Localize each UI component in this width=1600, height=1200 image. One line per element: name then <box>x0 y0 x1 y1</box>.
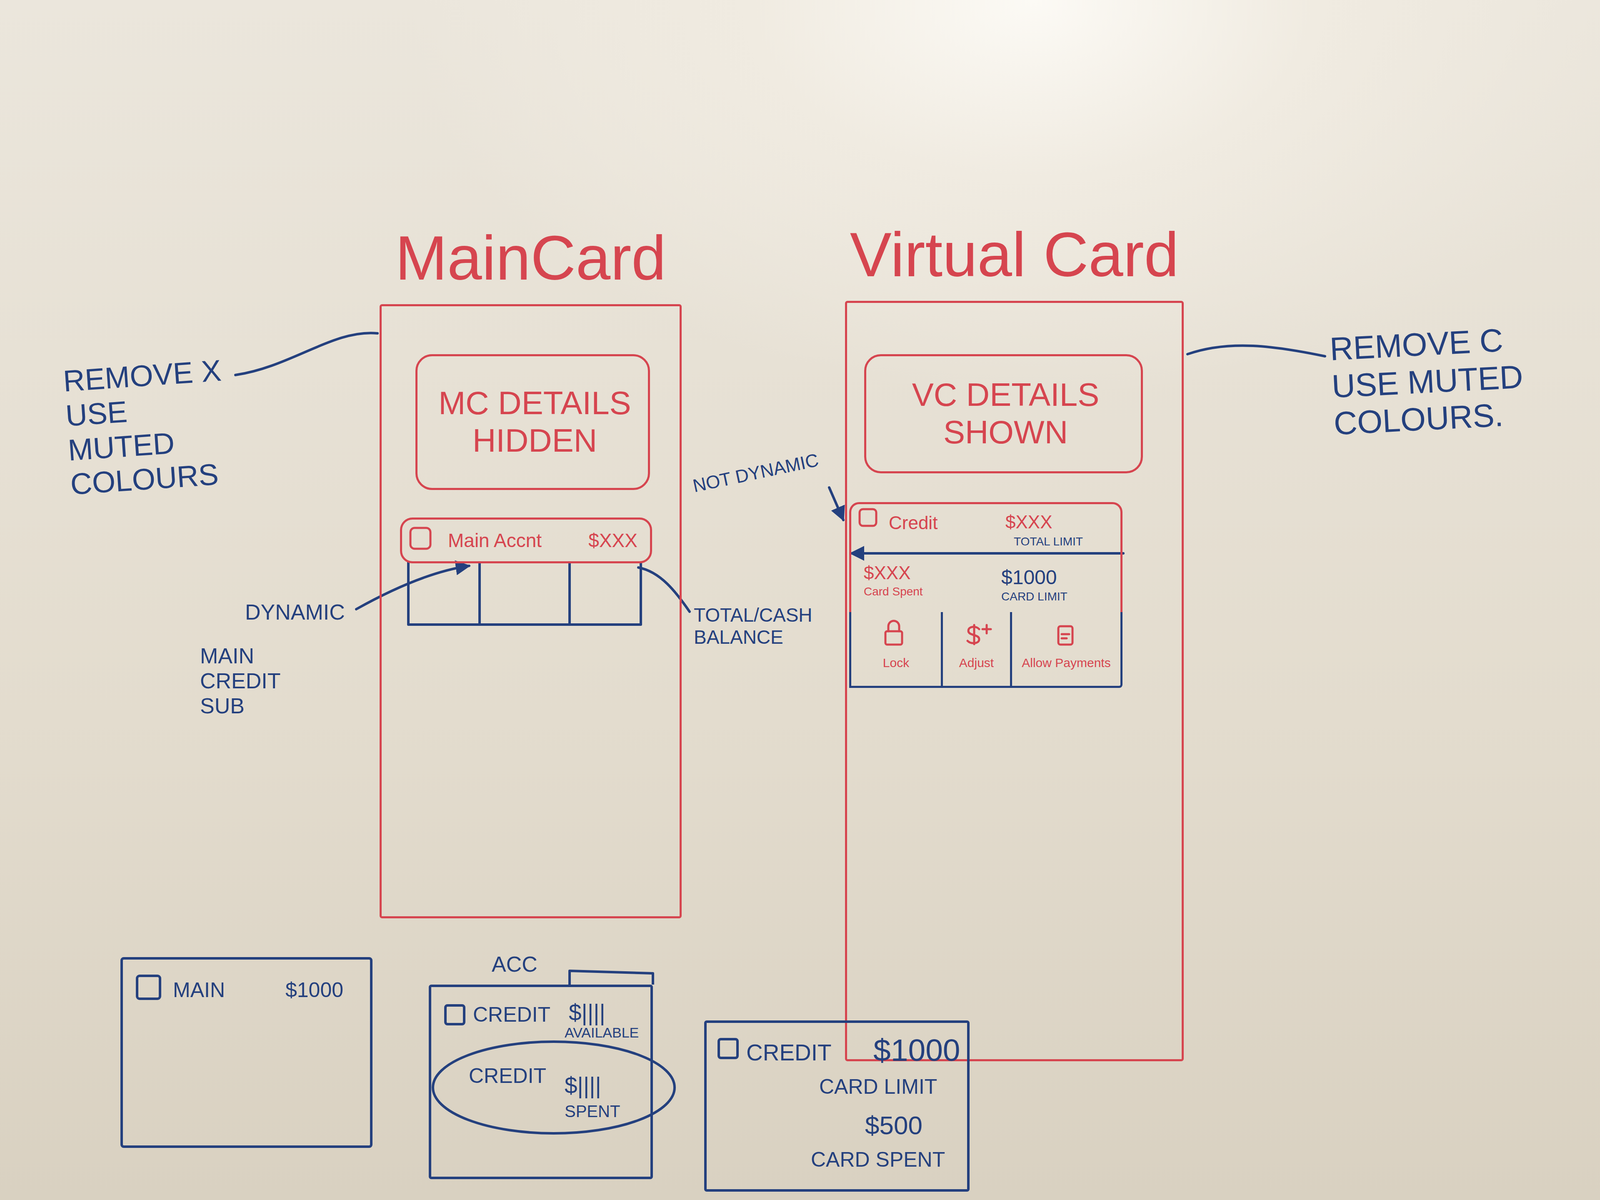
details-panel: MC DETAILS HIDDEN <box>415 354 650 490</box>
annotation-note: NOT DYNAMIC <box>690 449 821 497</box>
node-text: Allow Payments <box>1012 655 1121 671</box>
adjust-icon <box>967 625 991 645</box>
node-text: $XXX <box>588 529 638 552</box>
limit-arrow <box>850 552 1124 555</box>
details-panel: VC DETAILS SHOWN <box>864 354 1143 474</box>
node-text: CARD LIMIT <box>1001 590 1068 604</box>
account-icon <box>137 975 160 999</box>
leader-line <box>638 567 690 612</box>
node-text: MAIN <box>172 978 225 1003</box>
pointer-arrow <box>356 565 470 610</box>
node-text: CREDIT <box>468 1064 547 1089</box>
node-text: MC DETAILS HIDDEN <box>434 384 636 460</box>
sketch-card: CREDIT$||||AVAILABLECREDIT$||||SPENT <box>428 984 653 1180</box>
button-row-sketch <box>408 561 641 625</box>
pointer-arrow <box>829 487 844 520</box>
annotation-note: TOTAL/CASH BALANCE <box>693 604 832 649</box>
annotation-note: DYNAMIC <box>245 600 345 625</box>
action-button: Adjust <box>942 612 1013 688</box>
annotation-note: ACC <box>491 952 538 978</box>
account-icon <box>859 509 877 526</box>
node-text: $1000 <box>1001 565 1057 589</box>
account-icon <box>718 1039 738 1058</box>
annotation-note: REMOVE X USE MUTED COLOURS <box>62 352 234 503</box>
credit-panel: Credit$XXXTOTAL LIMIT$XXXCard Spent$1000… <box>849 502 1123 613</box>
node-text: SPENT <box>564 1101 620 1121</box>
phone-frame: Virtual CardVC DETAILS SHOWNCredit$XXXTO… <box>845 300 1184 1062</box>
highlight-ellipse <box>432 1041 675 1134</box>
action-button: Lock <box>849 612 943 688</box>
sketch-card: MAIN $1000 <box>120 957 373 1148</box>
node-text: $|||| <box>568 999 606 1026</box>
node-text: Credit <box>888 512 938 534</box>
leader-line <box>235 332 378 375</box>
card-heading: MainCard <box>381 222 680 295</box>
node-text: CREDIT <box>472 1002 551 1028</box>
node-text: CARD SPENT <box>810 1147 945 1173</box>
node-text: Adjust <box>942 655 1010 671</box>
account-icon <box>410 527 431 549</box>
node-text: TOTAL LIMIT <box>1013 535 1083 549</box>
annotation-note: REMOVE C USE MUTED COLOURS. <box>1328 319 1551 443</box>
node-text: $500 <box>865 1110 923 1140</box>
leader-line <box>1187 345 1325 357</box>
node-text: $1000 <box>873 1032 961 1068</box>
card-tab <box>569 970 653 985</box>
node-text: $XXX <box>1005 511 1053 533</box>
node-text: $1000 <box>285 978 344 1003</box>
node-text: Main Accnt <box>447 529 542 552</box>
node-text: Card Spent <box>863 585 923 599</box>
payment-icon <box>1058 626 1073 645</box>
card-heading: Virtual Card <box>847 218 1182 291</box>
phone-frame: MainCardMC DETAILS HIDDENMain Accnt$XXX <box>379 304 682 919</box>
node-text: $|||| <box>564 1072 602 1099</box>
action-button: Allow Payments <box>1012 612 1123 688</box>
annotation-note: MAIN CREDIT SUB <box>200 643 305 719</box>
account-row: Main Accnt $XXX <box>400 517 653 564</box>
node-text: CARD LIMIT <box>819 1075 938 1100</box>
node-text: VC DETAILS SHOWN <box>882 376 1129 451</box>
account-icon <box>445 1005 465 1025</box>
node-text: AVAILABLE <box>564 1024 639 1041</box>
node-text: Lock <box>851 655 941 671</box>
node-text: CREDIT <box>746 1039 832 1066</box>
lock-icon <box>885 620 903 645</box>
sketch-card: CREDIT $1000CARD LIMIT $500CARD SPENT <box>704 1020 970 1192</box>
node-text: $XXX <box>863 562 911 584</box>
